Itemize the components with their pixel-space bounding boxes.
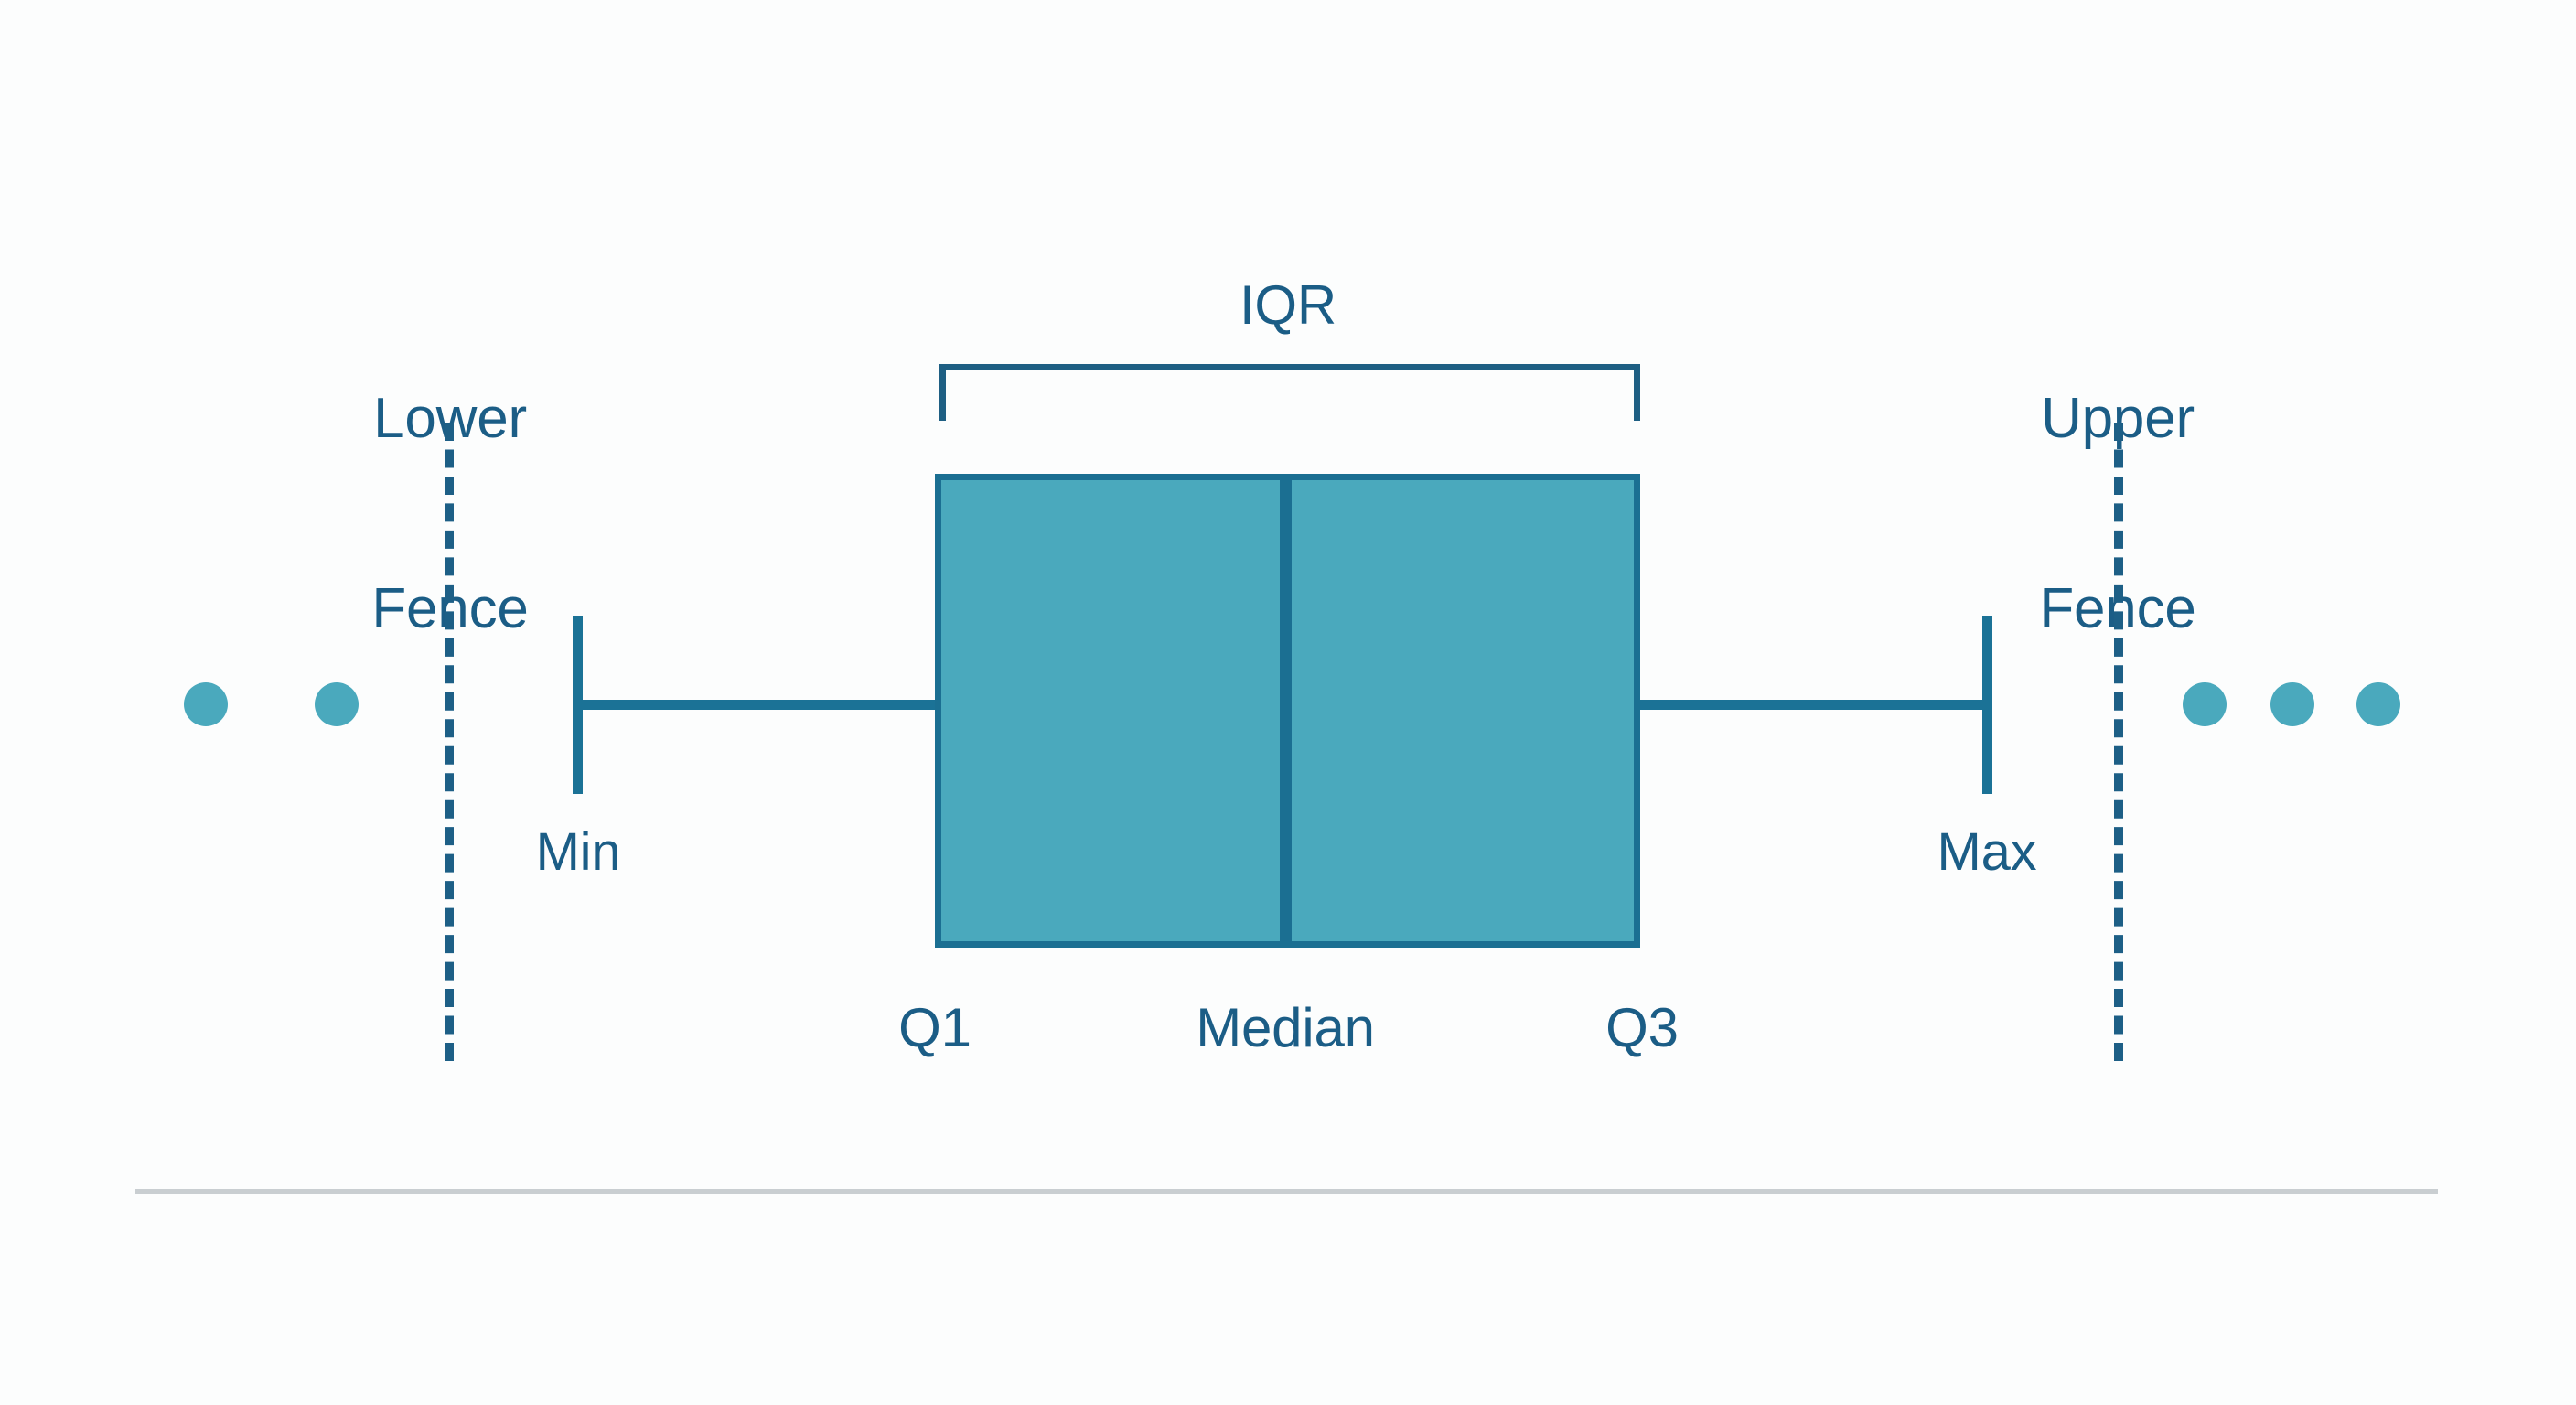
iqr-bracket-tick-right	[1634, 364, 1640, 421]
min-label: Min	[535, 822, 621, 882]
iqr-label: IQR	[1239, 274, 1337, 336]
outlier-point	[2270, 682, 2314, 726]
max-label: Max	[1937, 822, 2037, 882]
max-whisker-cap	[1982, 616, 1992, 794]
max-whisker-line	[1637, 700, 1992, 710]
q1-label: Q1	[898, 997, 971, 1058]
q3-label: Q3	[1605, 997, 1679, 1058]
outlier-point	[184, 682, 228, 726]
lower-fence-line	[445, 423, 454, 1061]
iqr-bracket-bar	[939, 364, 1640, 370]
min-whisker-line	[573, 700, 939, 710]
upper-fence-line	[2114, 423, 2123, 1061]
outlier-point	[315, 682, 359, 726]
outlier-point	[2183, 682, 2227, 726]
bottom-divider	[135, 1189, 2438, 1194]
outlier-point	[2356, 682, 2400, 726]
median-line	[1280, 474, 1292, 948]
iqr-bracket-tick-left	[939, 364, 946, 421]
median-label: Median	[1196, 997, 1375, 1058]
